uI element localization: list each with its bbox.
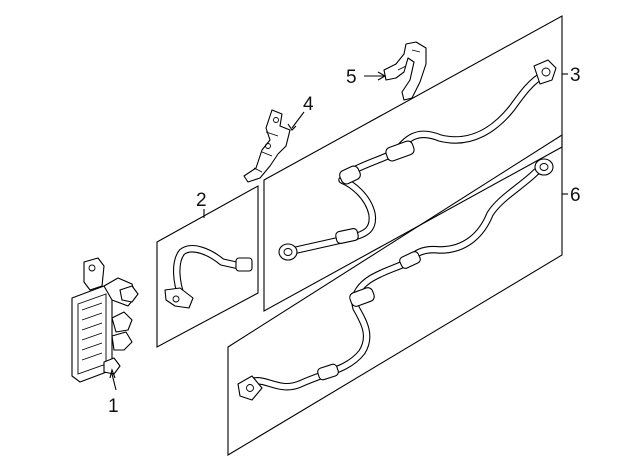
callout-3: 3 — [570, 65, 581, 86]
panel-2 — [156, 185, 259, 348]
bracket-4 — [243, 109, 305, 183]
bracket-5 — [364, 41, 427, 101]
callout-5: 5 — [346, 67, 357, 88]
leader-lines — [203, 73, 568, 218]
callout-1: 1 — [108, 396, 119, 417]
callout-6: 6 — [570, 185, 581, 206]
oil-cooler — [71, 257, 139, 391]
oil-line-3 — [278, 59, 557, 261]
oil-line-6 — [237, 158, 554, 401]
callout-2: 2 — [196, 190, 207, 211]
panel-3 — [263, 15, 563, 312]
oil-line-2 — [164, 245, 253, 309]
panel-6 — [227, 133, 563, 456]
callout-4: 4 — [303, 94, 314, 115]
